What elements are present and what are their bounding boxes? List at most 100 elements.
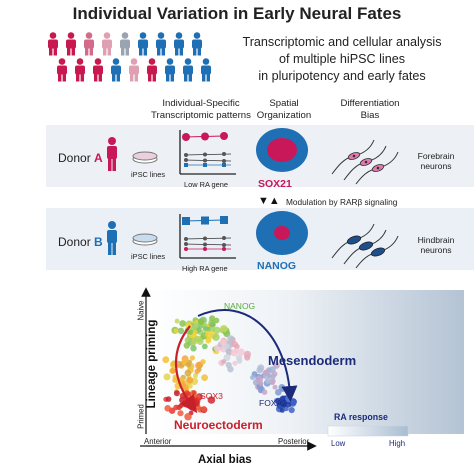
cell-dot xyxy=(271,371,278,377)
column-header-spatial: Spatial Organization xyxy=(248,98,320,121)
cell-dot xyxy=(201,406,207,413)
donor-a-person-icon xyxy=(107,137,117,171)
donor-a-fate-line-1: Forebrain xyxy=(417,151,455,161)
cell-dot xyxy=(277,404,283,410)
person-icon xyxy=(192,32,202,56)
column-header-bias-line-1: Differentiation xyxy=(340,98,400,109)
donor-b-organization-icon xyxy=(256,211,308,255)
cell-dot xyxy=(213,317,220,324)
donor-b-label: Donor B xyxy=(58,235,103,249)
column-header-bias: Differentiation Bias xyxy=(320,98,420,121)
cell-dot xyxy=(186,376,194,384)
intro-text: Transcriptomic and cellular analysis of … xyxy=(214,34,470,85)
intro-line-1: Transcriptomic and cellular analysis xyxy=(242,35,442,49)
cell-dot xyxy=(188,330,193,335)
cell-dot xyxy=(179,320,187,327)
cell-dot xyxy=(263,369,270,376)
cell-dot xyxy=(170,368,177,374)
cell-dot xyxy=(162,356,170,364)
donor-a-marker: SOX21 xyxy=(258,178,292,190)
cell-dot xyxy=(209,326,216,332)
cell-dot xyxy=(205,331,213,339)
cell-dot xyxy=(164,405,171,412)
person-icon xyxy=(93,58,103,82)
cell-dot xyxy=(278,384,286,391)
person-icon xyxy=(174,32,184,56)
intro-line-3: in pluripotency and early fates xyxy=(258,69,426,83)
plot-x-right: Posterior xyxy=(278,437,310,446)
donor-a-prefix: Donor xyxy=(58,151,91,165)
person-icon xyxy=(75,58,85,82)
cell-dot xyxy=(177,327,185,334)
cell-dot xyxy=(190,345,197,352)
column-header-patterns: Individual-Specific Transcriptomic patte… xyxy=(146,98,256,121)
cell-dot xyxy=(172,377,178,383)
cell-dot xyxy=(195,362,203,370)
person-icon xyxy=(165,58,175,82)
person-icon xyxy=(102,32,112,56)
person-icon xyxy=(84,32,94,56)
cell-dot xyxy=(163,373,171,381)
ra-response-title: RA response xyxy=(334,412,388,422)
donor-a-neuron-icon xyxy=(331,139,399,185)
donor-a-organization-icon xyxy=(256,128,308,172)
cell-dot xyxy=(185,322,193,330)
donor-b-ipsc-label: iPSC lines xyxy=(131,252,166,261)
sox3-label: SOX3 xyxy=(200,391,223,401)
donor-a-fate: Forebrain neurons xyxy=(408,151,464,171)
donor-b-neuron-icon xyxy=(331,223,399,269)
cell-dot xyxy=(201,374,209,381)
cell-dot xyxy=(184,413,192,421)
ra-low-label: Low xyxy=(331,439,346,448)
donor-b-fate-line-1: Hindbrain xyxy=(417,235,455,245)
person-icon xyxy=(156,32,166,56)
column-header-patterns-line-1: Individual-Specific xyxy=(162,98,240,109)
person-icon xyxy=(48,32,58,56)
donor-a-pattern-plot xyxy=(179,130,236,175)
cell-dot xyxy=(235,354,243,362)
donor-b-fate: Hindbrain neurons xyxy=(408,235,464,255)
column-header-patterns-line-2: Transcriptomic patterns xyxy=(151,109,251,121)
cell-dot xyxy=(207,396,216,404)
cell-dot xyxy=(174,318,180,324)
donor-a-fate-line-2: neurons xyxy=(420,161,452,171)
cell-dot xyxy=(196,337,204,345)
cell-dot xyxy=(173,390,180,397)
people-group-icon xyxy=(48,32,211,82)
cell-dot xyxy=(221,359,227,365)
cell-dot xyxy=(255,375,264,384)
person-icon xyxy=(201,58,211,82)
foxa2-label: FOXA2 xyxy=(259,398,287,408)
lineage-plot xyxy=(140,287,464,451)
cell-dot xyxy=(232,360,238,366)
cell-dot xyxy=(202,326,209,332)
mesendoderm-label: Mesendoderm xyxy=(268,353,357,368)
cell-dot xyxy=(230,348,238,357)
cell-dot xyxy=(191,398,200,406)
cell-dot xyxy=(197,318,204,324)
nanog-label: NANOG xyxy=(224,301,256,311)
cell-dot xyxy=(272,384,278,390)
cell-dot xyxy=(193,373,198,379)
cell-dot xyxy=(256,366,264,374)
cell-dot xyxy=(285,401,292,408)
cell-dot xyxy=(173,328,179,334)
modulation-arrows-icon: ▼▲ xyxy=(258,195,280,207)
ra-response-scale xyxy=(327,425,409,437)
donor-a-label: Donor A xyxy=(58,151,103,165)
donor-b-pattern-plot xyxy=(179,214,236,259)
donor-b-prefix: Donor xyxy=(58,235,91,249)
cell-dot xyxy=(189,355,195,361)
petri-dish-icon xyxy=(132,233,158,246)
cell-dot xyxy=(275,389,282,396)
cell-dot xyxy=(201,343,208,350)
intro-line-2: of multiple hiPSC lines xyxy=(279,52,405,66)
cell-dot xyxy=(275,397,283,405)
cell-dot xyxy=(212,333,220,341)
cell-dot xyxy=(290,399,297,406)
plot-x-left: Anterior xyxy=(144,437,172,446)
donor-b-marker: NANOG xyxy=(257,260,297,272)
cell-dot xyxy=(220,338,227,346)
plot-xlabel: Axial bias xyxy=(198,454,252,466)
cell-dot xyxy=(190,340,196,347)
